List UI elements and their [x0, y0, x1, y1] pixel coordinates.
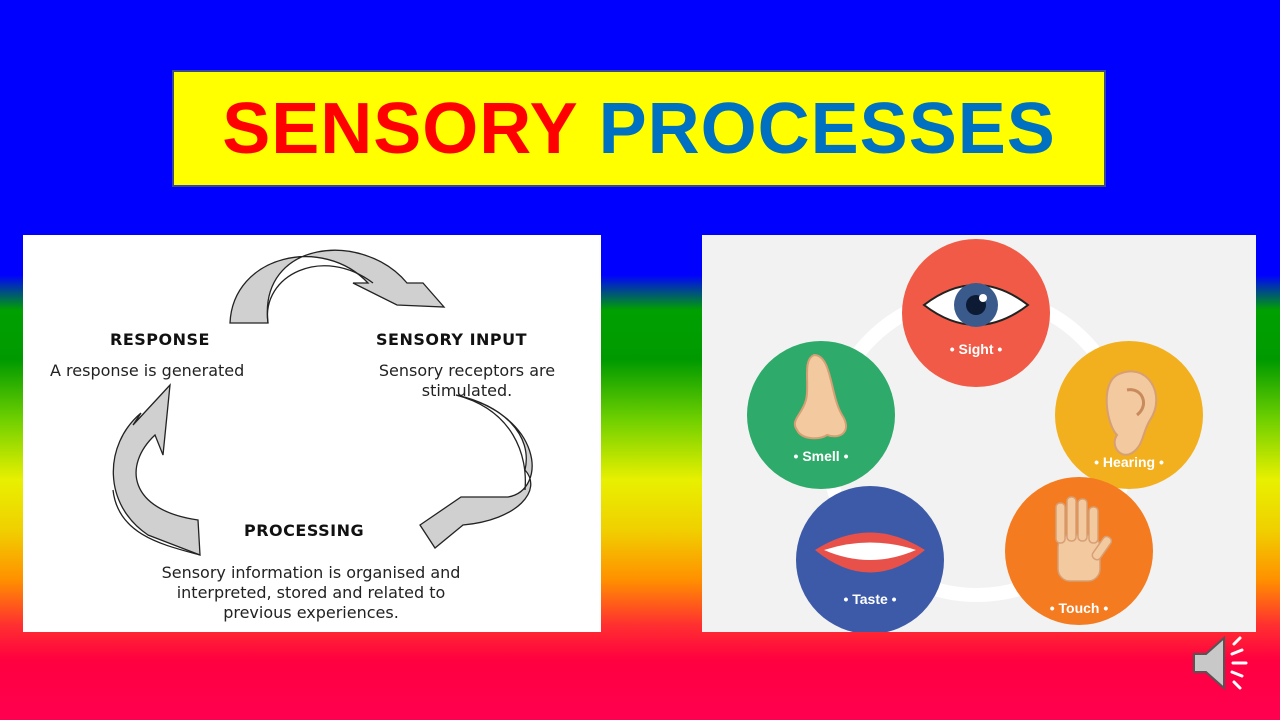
arrow-response-to-input	[229, 249, 446, 324]
sensory-cycle-diagram: RESPONSE A response is generated SENSORY…	[23, 235, 601, 632]
hand-icon	[1055, 496, 1113, 582]
speaker-icon[interactable]	[1190, 632, 1256, 694]
processing-heading: PROCESSING	[244, 521, 365, 540]
ear-icon	[1105, 370, 1158, 456]
nose-icon	[793, 353, 847, 440]
sense-label-taste: • Taste •	[843, 591, 897, 607]
arrow-processing-to-response	[112, 383, 201, 556]
cycle-arrows	[112, 249, 533, 556]
sensory-input-heading: SENSORY INPUT	[376, 330, 528, 349]
five-senses-infographic: • Sight • • Hearing • • Touch • • Taste …	[702, 235, 1256, 632]
page-title: SENSORY PROCESSES	[172, 70, 1106, 187]
senses-graphic	[747, 239, 1203, 632]
response-heading: RESPONSE	[110, 330, 210, 349]
sensory-input-text: Sensory receptors are stimulated.	[378, 361, 556, 400]
title-word-sensory: SENSORY	[222, 88, 579, 169]
sense-label-touch: • Touch •	[1049, 600, 1109, 616]
response-text: A response is generated	[50, 361, 245, 380]
processing-text: Sensory information is organised and int…	[161, 563, 461, 622]
sense-label-smell: • Smell •	[793, 448, 849, 464]
sense-hearing	[1055, 341, 1203, 489]
title-word-processes: PROCESSES	[598, 88, 1056, 169]
sense-taste	[796, 486, 944, 632]
sense-label-hearing: • Hearing •	[1094, 454, 1164, 470]
sense-smell	[747, 341, 895, 489]
arrow-input-to-processing	[419, 394, 533, 549]
sense-sight	[902, 239, 1050, 387]
sense-touch	[1005, 477, 1153, 625]
sense-label-sight: • Sight •	[949, 341, 1003, 357]
